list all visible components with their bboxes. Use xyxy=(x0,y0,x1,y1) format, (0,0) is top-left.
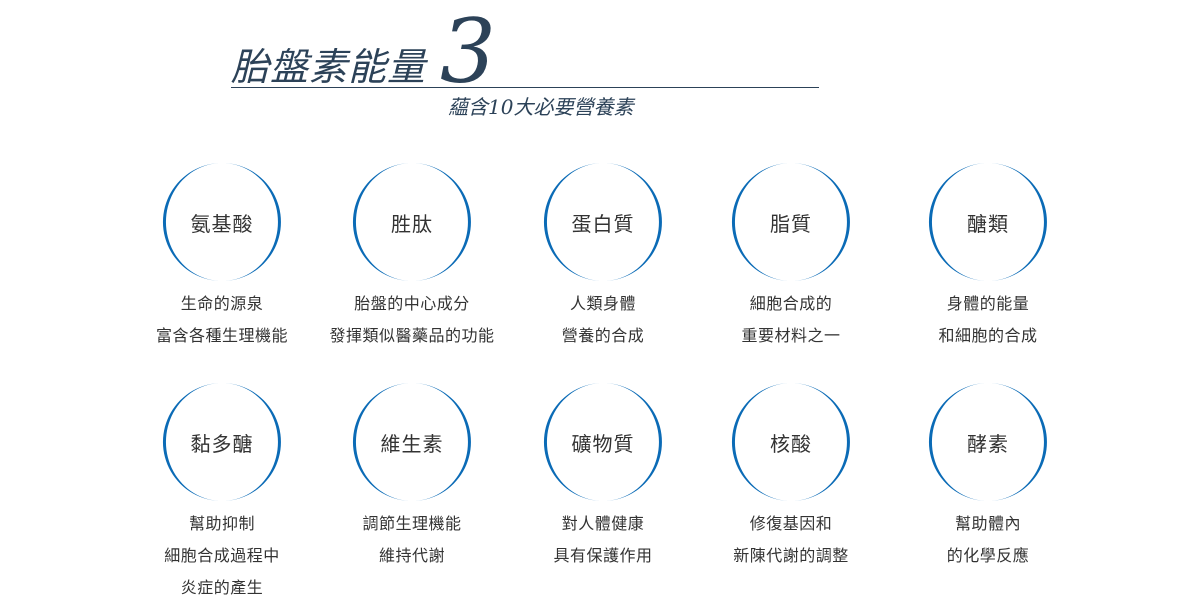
nutrient-circle: 蛋白質 xyxy=(541,160,665,284)
description-line: 細胞合成過程中 xyxy=(164,546,280,565)
nutrient-name: 維生素 xyxy=(380,431,444,456)
nutrient-circle: 胜肽 xyxy=(350,160,474,284)
nutrient-description: 身體的能量和細胞的合成 xyxy=(888,288,1088,352)
description-line: 幫助抑制 xyxy=(188,514,255,533)
nutrient-circle: 核酸 xyxy=(729,380,853,504)
nutrient-item: 蛋白質人類身體營養的合成 xyxy=(503,160,703,370)
description-line: 和細胞的合成 xyxy=(938,326,1038,345)
nutrient-item: 醣類身體的能量和細胞的合成 xyxy=(888,160,1088,370)
description-line: 修復基因和 xyxy=(749,514,833,533)
nutrient-circle: 礦物質 xyxy=(541,380,665,504)
nutrient-description: 對人體健康具有保護作用 xyxy=(503,508,703,572)
description-line: 對人體健康 xyxy=(561,514,645,533)
description-line: 胎盤的中心成分 xyxy=(354,294,470,313)
nutrient-name: 酵素 xyxy=(967,431,1009,456)
description-line: 新陳代謝的調整 xyxy=(733,546,849,565)
header: 胎盤素能量 3 蘊含10大必要營養素 xyxy=(0,0,1200,130)
description-line: 維持代謝 xyxy=(378,546,445,565)
nutrient-description: 幫助體內的化學反應 xyxy=(888,508,1088,572)
nutrient-name: 醣類 xyxy=(967,211,1009,236)
description-line: 人類身體 xyxy=(569,294,636,313)
nutrient-item: 核酸修復基因和新陳代謝的調整 xyxy=(691,380,891,590)
nutrient-name: 礦物質 xyxy=(571,431,635,456)
nutrient-item: 脂質細胞合成的重要材料之一 xyxy=(691,160,891,370)
page-title: 胎盤素能量 xyxy=(231,45,427,89)
nutrient-description: 修復基因和新陳代謝的調整 xyxy=(691,508,891,572)
nutrient-description: 細胞合成的重要材料之一 xyxy=(691,288,891,352)
nutrient-description: 調節生理機能維持代謝 xyxy=(312,508,512,572)
nutrient-name: 黏多醣 xyxy=(190,431,254,456)
description-line: 的化學反應 xyxy=(946,546,1030,565)
nutrient-item: 礦物質對人體健康具有保護作用 xyxy=(503,380,703,590)
title-divider xyxy=(231,87,819,88)
description-line: 營養的合成 xyxy=(561,326,645,345)
description-line: 幫助體內 xyxy=(954,514,1021,533)
description-line: 具有保護作用 xyxy=(553,546,653,565)
description-line: 調節生理機能 xyxy=(362,514,462,533)
nutrient-item: 胜肽胎盤的中心成分發揮類似醫藥品的功能 xyxy=(312,160,512,370)
nutrient-description: 胎盤的中心成分發揮類似醫藥品的功能 xyxy=(312,288,512,352)
nutrient-name: 核酸 xyxy=(770,431,812,456)
description-line: 細胞合成的 xyxy=(749,294,833,313)
nutrient-item: 維生素調節生理機能維持代謝 xyxy=(312,380,512,590)
title-number: 3 xyxy=(440,0,496,103)
nutrient-circle: 氨基酸 xyxy=(160,160,284,284)
description-line: 發揮類似醫藥品的功能 xyxy=(329,326,495,345)
nutrient-item: 黏多醣幫助抑制細胞合成過程中炎症的產生 xyxy=(122,380,322,597)
description-line: 富含各種生理機能 xyxy=(155,326,288,345)
nutrient-circle: 維生素 xyxy=(350,380,474,504)
description-line: 重要材料之一 xyxy=(741,326,841,345)
description-line: 炎症的產生 xyxy=(180,578,264,597)
description-line: 生命的源泉 xyxy=(180,294,264,313)
nutrient-item: 酵素幫助體內的化學反應 xyxy=(888,380,1088,590)
nutrient-description: 生命的源泉富含各種生理機能 xyxy=(122,288,322,352)
nutrient-item: 氨基酸生命的源泉富含各種生理機能 xyxy=(122,160,322,370)
nutrient-name: 胜肽 xyxy=(391,211,433,236)
nutrient-circle: 脂質 xyxy=(729,160,853,284)
nutrient-description: 人類身體營養的合成 xyxy=(503,288,703,352)
nutrient-circle: 酵素 xyxy=(926,380,1050,504)
nutrient-name: 脂質 xyxy=(770,211,812,236)
nutrient-name: 氨基酸 xyxy=(190,211,254,236)
description-line: 身體的能量 xyxy=(946,294,1030,313)
nutrient-circle: 醣類 xyxy=(926,160,1050,284)
nutrient-name: 蛋白質 xyxy=(571,211,635,236)
nutrient-circle: 黏多醣 xyxy=(160,380,284,504)
nutrient-description: 幫助抑制細胞合成過程中炎症的產生 xyxy=(122,508,322,604)
page-subtitle: 蘊含10大必要營養素 xyxy=(448,95,634,119)
